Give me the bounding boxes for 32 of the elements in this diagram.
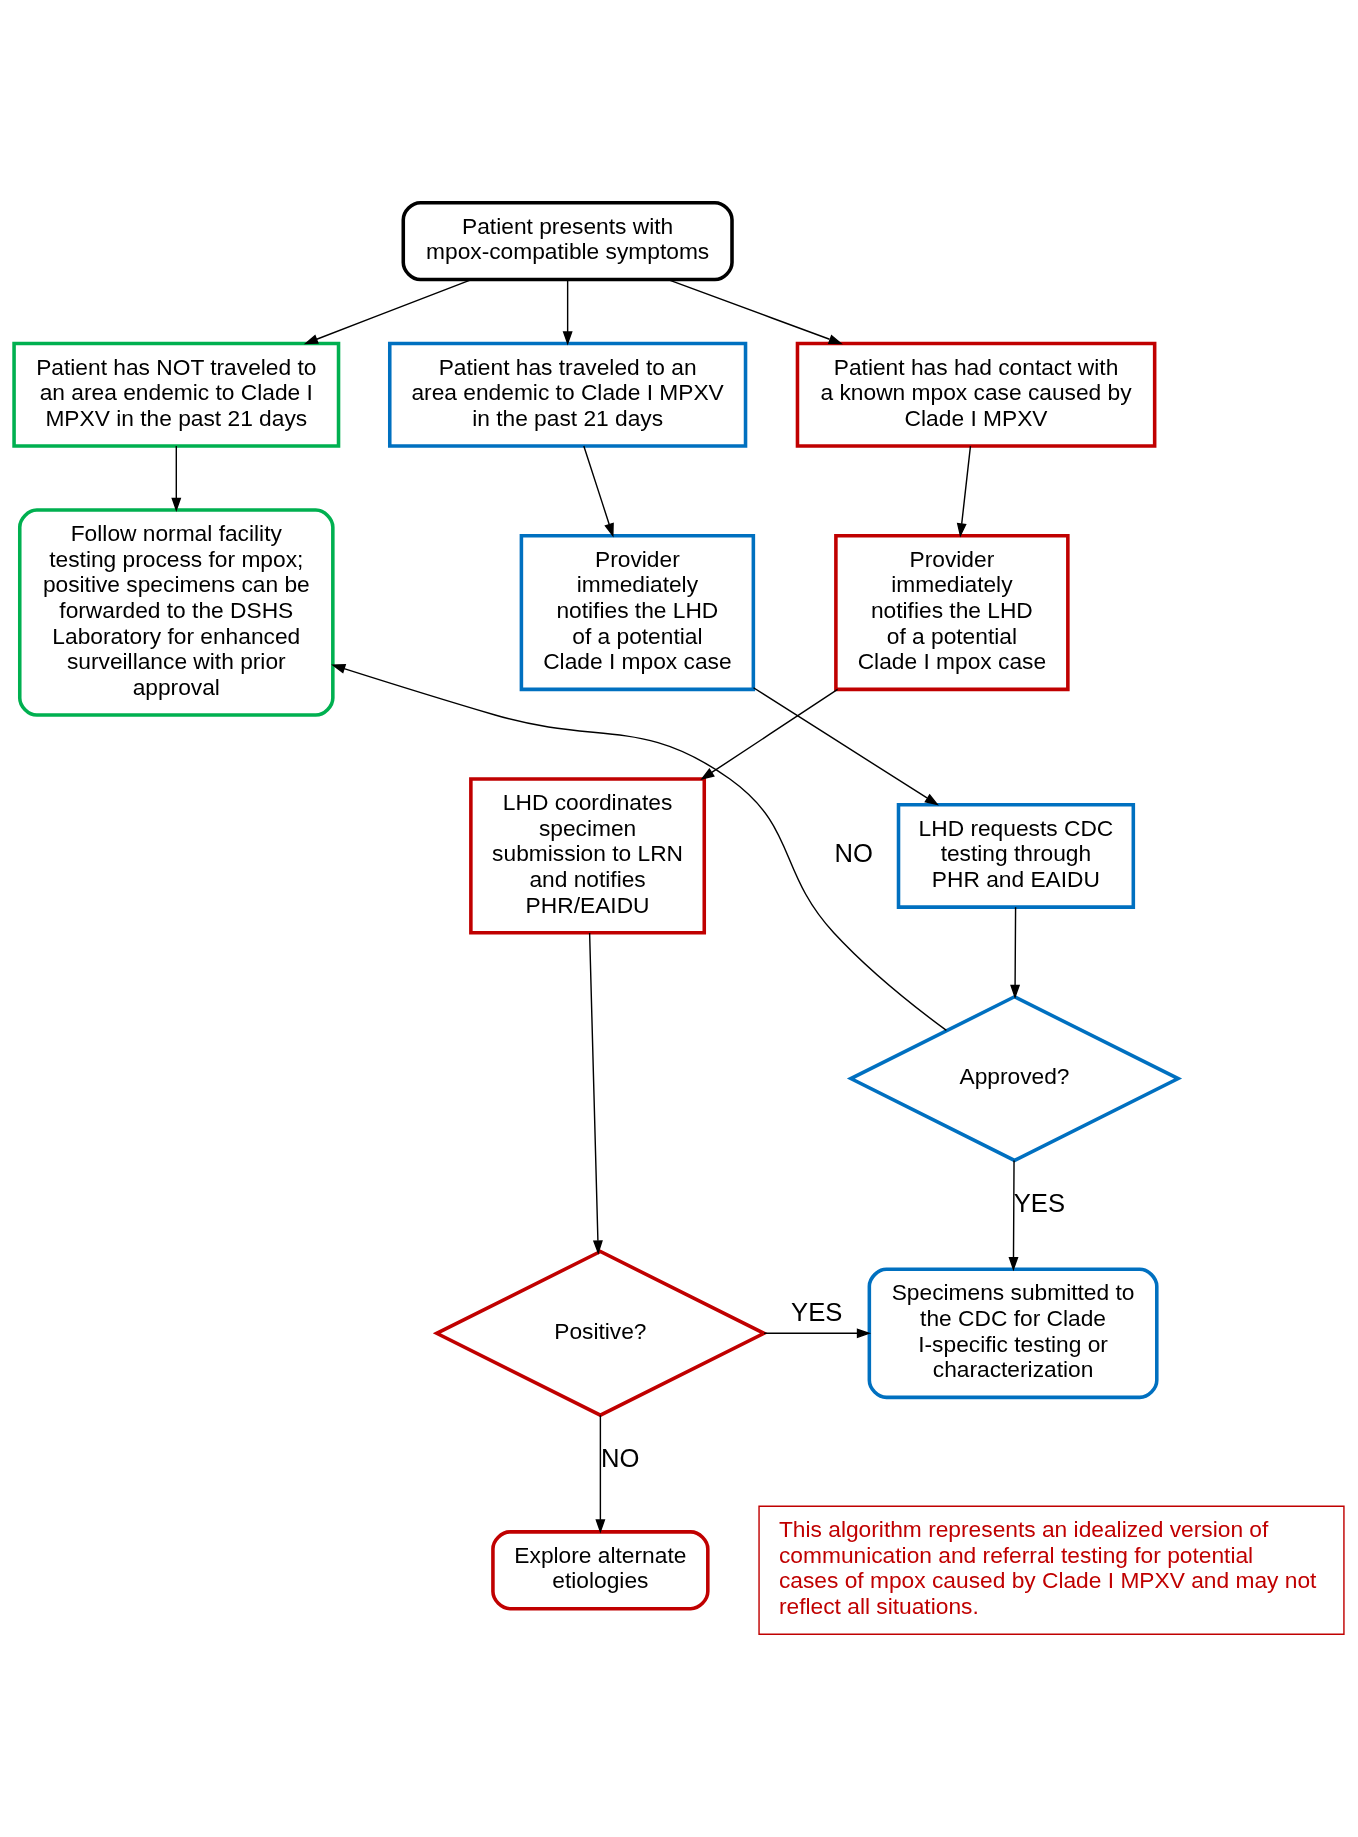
node-diamond: Approved? — [846, 994, 1183, 1163]
edge-label: NO — [834, 839, 873, 868]
arrow — [171, 445, 182, 513]
node-box: Patient has traveled to an area endemic to Clade I MPXV in the past 21 days — [388, 341, 748, 448]
arrow — [303, 278, 473, 345]
node-box: Explore alternate etiologies — [491, 1530, 710, 1611]
node-diamond: Positive? — [432, 1249, 768, 1418]
arrow — [595, 1414, 606, 1534]
arrow — [583, 445, 614, 538]
node-box: Patient presents with mpox-compatible symptoms — [401, 200, 734, 282]
edge-label: YES — [1013, 1189, 1066, 1218]
node-box: Follow normal facility testing process for mpox; positive specimens can be forwarded to the DSHS Laboratory for enhanced surveillance with prior approval — [18, 508, 335, 717]
arrow — [700, 688, 839, 781]
arrow — [763, 1328, 872, 1339]
edge-label: YES — [791, 1298, 843, 1327]
node-box: Patient has had contact with a known mpox case caused by Clade I MPXV — [795, 341, 1157, 448]
node-box: LHD coordinates specimen submission to LRN and notifies PHR/EAIDU — [469, 777, 707, 935]
arrow — [667, 278, 843, 345]
node-box: Patient has NOT traveled to an area endemic to Clade I MPXV in the past 21 days — [12, 341, 341, 448]
arrow — [588, 932, 603, 1255]
node-box: Provider immediately notifies the LHD of a potential Clade I mpox case — [519, 533, 756, 692]
node-box: LHD requests CDC testing through PHR and EAIDU — [896, 802, 1136, 909]
arrow — [956, 445, 972, 538]
arrow — [562, 279, 573, 346]
node-box: This algorithm represents an idealized version of communication and referral testing for potential cases of mpox caused by Clade I MPXV and may not reflect all situations. — [758, 1505, 1345, 1635]
node-box: Specimens submitted to the CDC for Clade I-specific testing or characterization — [867, 1267, 1159, 1400]
arrow — [1008, 1159, 1019, 1272]
edge-label: NO — [601, 1443, 640, 1472]
arrow — [752, 687, 939, 806]
node-box: Provider immediately notifies the LHD of a potential Clade I mpox case — [834, 533, 1070, 692]
arrow — [331, 664, 948, 1032]
arrow — [1010, 906, 1021, 999]
